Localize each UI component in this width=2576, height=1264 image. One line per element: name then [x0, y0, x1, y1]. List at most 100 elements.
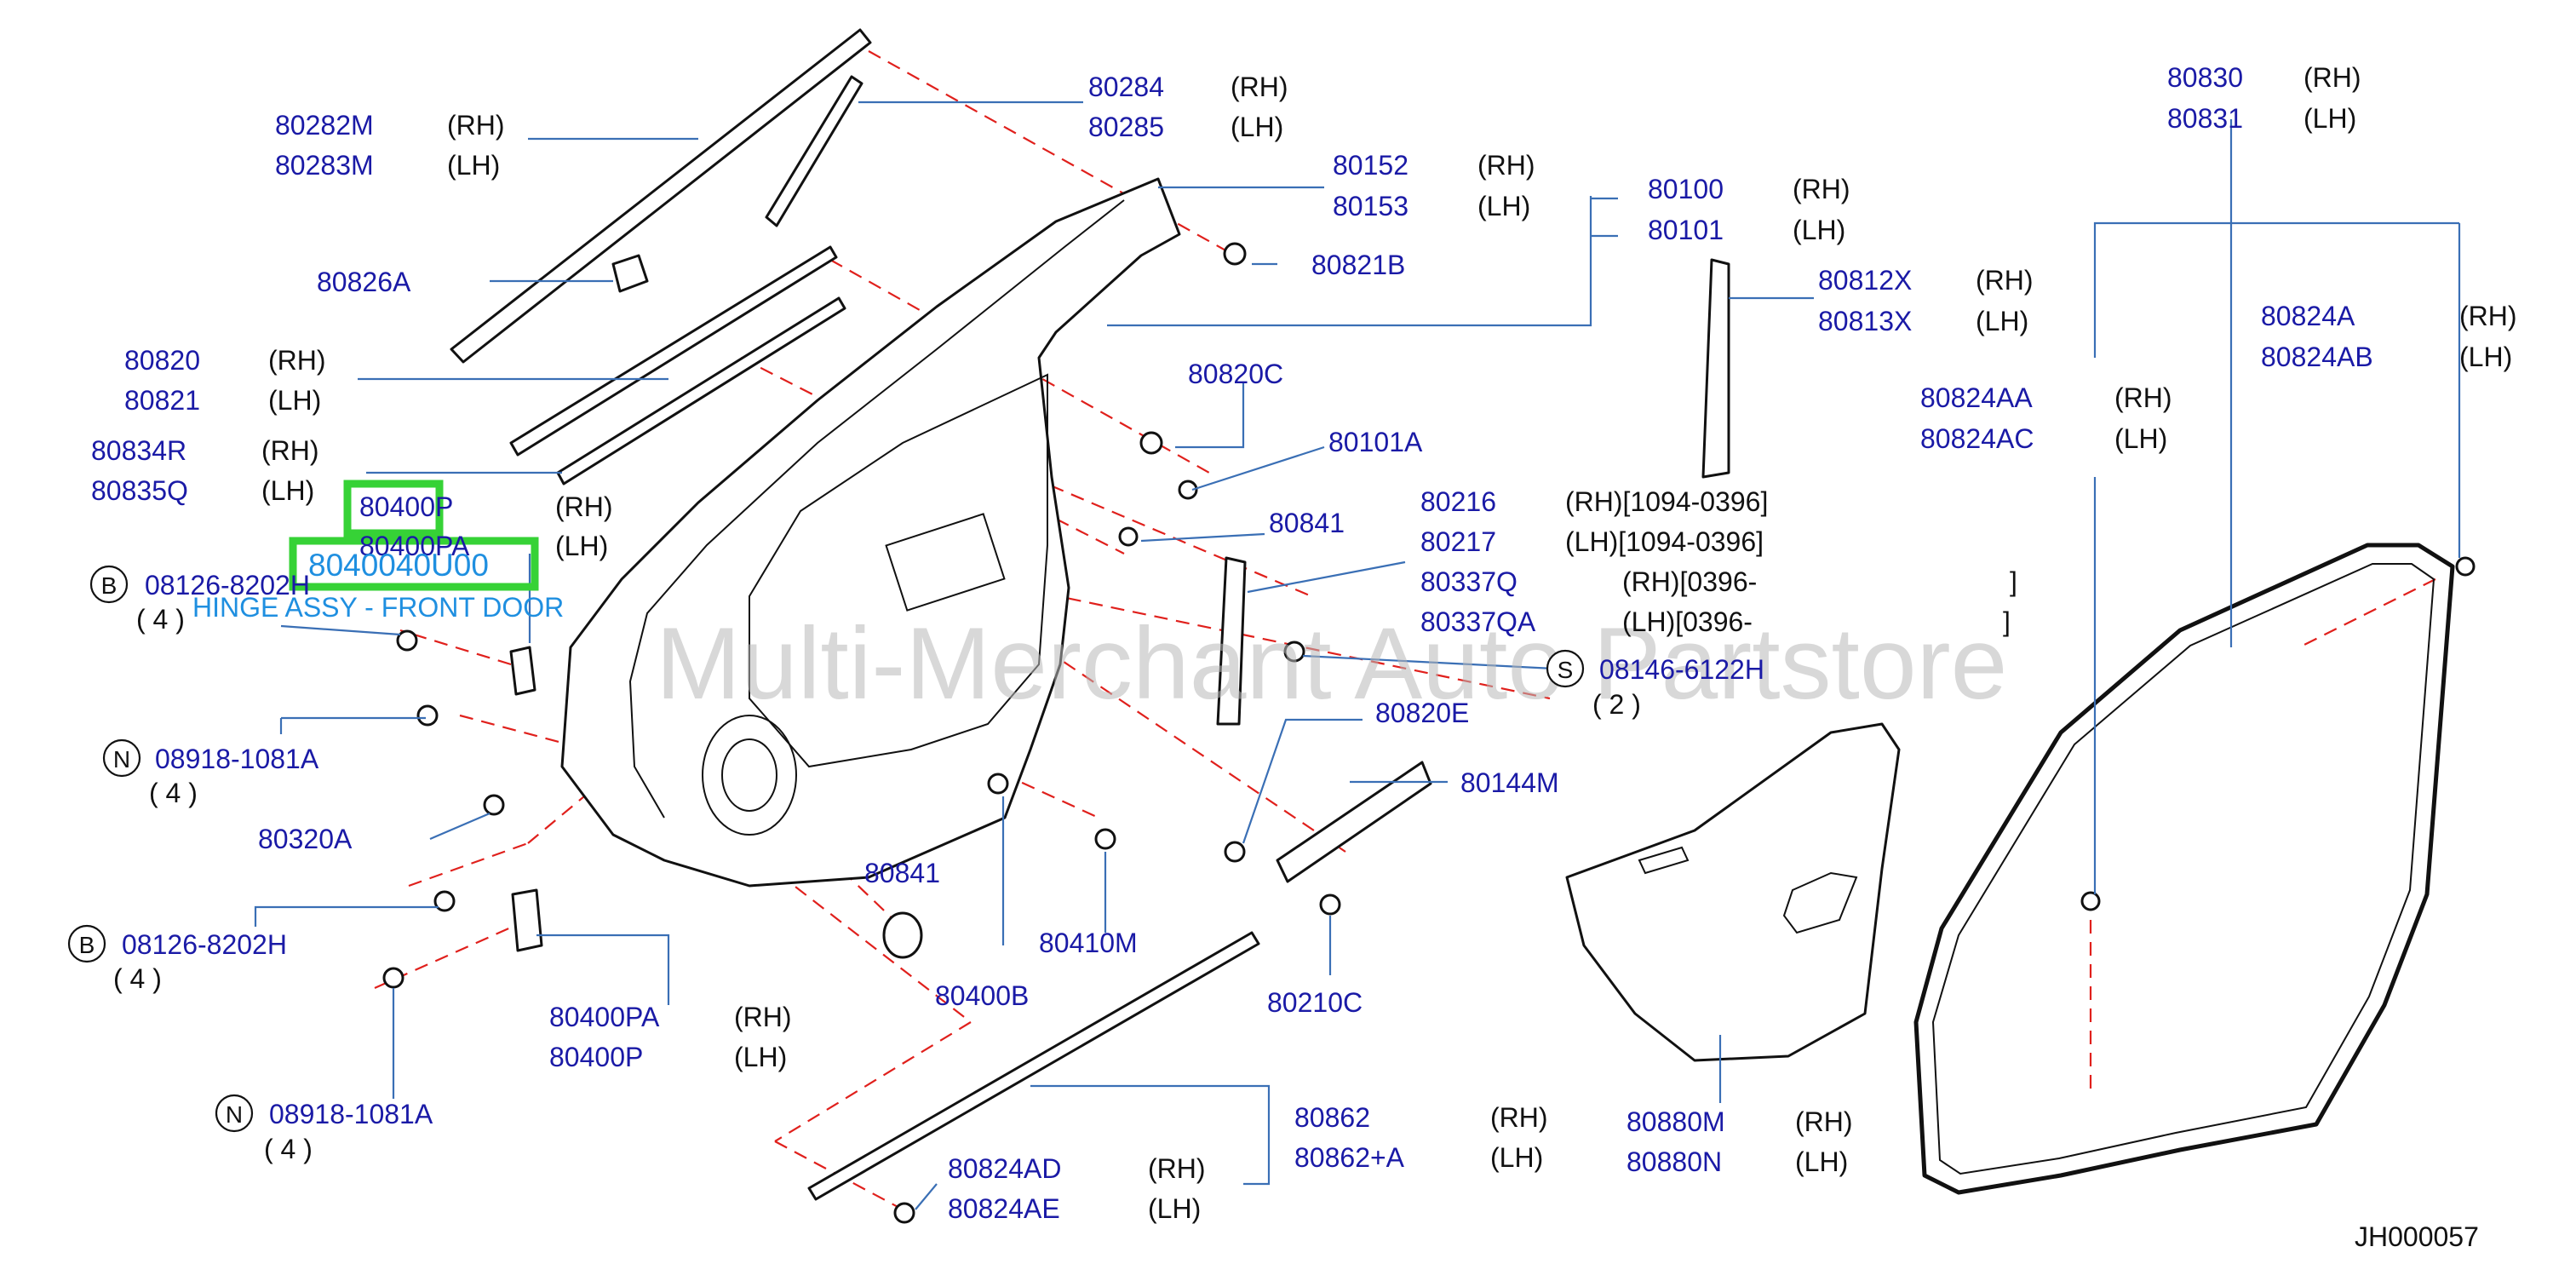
part-number-80841-bottom[interactable]: 80841 — [864, 858, 940, 888]
bolt-type-b-icon-top — [89, 565, 129, 604]
side-80824ab: (LH) — [2459, 342, 2512, 372]
side-80862-a: (LH) — [1490, 1142, 1543, 1173]
part-number-80283m[interactable]: 80283M — [275, 150, 374, 181]
part-number-80400b[interactable]: 80400B — [935, 980, 1029, 1011]
highlight-caption-code[interactable]: 8040040U00 — [308, 548, 489, 583]
side-80834r: (RH) — [261, 435, 319, 466]
part-number-80826a[interactable]: 80826A — [317, 267, 411, 297]
side-80337qa: (LH)[0396- — [1622, 606, 1753, 637]
side-80824aa: (RH) — [2114, 382, 2172, 413]
screw-type-s-icon — [1546, 649, 1585, 688]
part-number-80820c[interactable]: 80820C — [1188, 359, 1283, 389]
side-80862: (RH) — [1490, 1102, 1548, 1133]
side-80880n: (LH) — [1795, 1146, 1848, 1177]
side-80824ac: (LH) — [2114, 423, 2167, 454]
part-number-08146-6122h[interactable]: 08146-6122H — [1599, 654, 1764, 685]
hinge-lower — [511, 888, 543, 952]
part-number-80830[interactable]: 80830 — [2167, 62, 2243, 93]
part-number-80337q[interactable]: 80337Q — [1420, 566, 1517, 597]
bolt-type-b-icon-bottom — [67, 924, 106, 963]
nut-type-n-letter-top: N — [113, 746, 130, 773]
side-80285: (LH) — [1231, 112, 1283, 142]
part-number-80835q[interactable]: 80835Q — [91, 475, 188, 506]
inner-sash-80144m — [1276, 761, 1432, 883]
part-number-08126-8202h-top[interactable]: 08126-8202H — [145, 570, 310, 600]
side-80283m: (LH) — [447, 150, 500, 181]
part-number-80841-top[interactable]: 80841 — [1269, 508, 1345, 538]
part-number-80320a[interactable]: 80320A — [258, 824, 353, 854]
nut-type-n-icon-top — [102, 738, 141, 778]
side-80820: (RH) — [268, 345, 326, 376]
part-number-80152[interactable]: 80152 — [1333, 150, 1408, 181]
part-number-80820[interactable]: 80820 — [124, 345, 200, 376]
part-number-80216[interactable]: 80216 — [1420, 486, 1496, 517]
part-number-80824ae[interactable]: 80824AE — [948, 1193, 1060, 1224]
part-number-80812x[interactable]: 80812X — [1818, 265, 1912, 296]
bracket-close-80337q: ] — [2010, 566, 2017, 597]
part-number-80813x[interactable]: 80813X — [1818, 306, 1912, 336]
part-number-80824aa[interactable]: 80824AA — [1920, 382, 2033, 413]
nut-type-n-letter-bottom: N — [226, 1101, 243, 1128]
part-number-80862-a[interactable]: 80862+A — [1294, 1142, 1405, 1173]
door-weatherstrip-80830 — [1913, 543, 2455, 1195]
part-number-08918-1081a-top[interactable]: 08918-1081A — [155, 744, 319, 774]
part-number-80410m[interactable]: 80410M — [1039, 928, 1138, 958]
part-number-80400pa-bottom[interactable]: 80400PA — [549, 1002, 660, 1032]
part-number-80282m[interactable]: 80282M — [275, 110, 374, 141]
part-number-80400p-top[interactable]: 80400P — [359, 491, 453, 522]
side-80812x: (RH) — [1976, 265, 2034, 296]
part-number-80824ad[interactable]: 80824AD — [948, 1153, 1061, 1184]
part-number-80210c[interactable]: 80210C — [1267, 987, 1363, 1018]
fasteners — [382, 242, 2476, 1224]
screw-type-s-letter: S — [1558, 657, 1574, 683]
part-number-80824ac[interactable]: 80824AC — [1920, 423, 2034, 454]
side-80880m: (RH) — [1795, 1106, 1853, 1137]
part-number-80285[interactable]: 80285 — [1088, 112, 1164, 142]
lower-molding-80862 — [807, 931, 1260, 1201]
side-80100: (RH) — [1793, 174, 1850, 204]
part-number-80834r[interactable]: 80834R — [91, 435, 186, 466]
part-number-80101[interactable]: 80101 — [1648, 215, 1724, 245]
part-number-80831[interactable]: 80831 — [2167, 103, 2243, 134]
side-80282m: (RH) — [447, 110, 505, 141]
side-80813x: (LH) — [1976, 306, 2028, 336]
part-number-80337qa[interactable]: 80337QA — [1420, 606, 1536, 637]
bracket-close-80337qa: ] — [2003, 606, 2011, 637]
diagram-id: JH000057 — [2355, 1221, 2479, 1252]
part-number-08918-1081a-bottom[interactable]: 08918-1081A — [269, 1099, 433, 1129]
part-number-80824ab[interactable]: 80824AB — [2261, 342, 2373, 372]
side-80400pa-top: (LH) — [555, 531, 608, 561]
highlight-box-hinge-caption — [289, 537, 539, 591]
part-number-80144m[interactable]: 80144M — [1460, 767, 1559, 798]
part-number-08126-8202h-bottom[interactable]: 08126-8202H — [122, 929, 287, 960]
part-number-80217[interactable]: 80217 — [1420, 526, 1496, 557]
quantity-08918-top: ( 4 ) — [149, 778, 198, 808]
belt-molding-strips — [509, 245, 846, 485]
part-number-80880n[interactable]: 80880N — [1626, 1146, 1722, 1177]
part-number-80284[interactable]: 80284 — [1088, 72, 1164, 102]
quantity-08126-top: ( 4 ) — [136, 604, 185, 635]
side-80831: (LH) — [2303, 103, 2356, 134]
part-number-80820e[interactable]: 80820E — [1375, 698, 1469, 728]
part-number-80880m[interactable]: 80880M — [1626, 1106, 1725, 1137]
part-number-80862[interactable]: 80862 — [1294, 1102, 1370, 1133]
part-number-80821b[interactable]: 80821B — [1311, 250, 1405, 280]
part-number-80400p-bottom[interactable]: 80400P — [549, 1042, 643, 1072]
bolt-type-b-letter-bottom: B — [79, 932, 95, 958]
part-number-80153[interactable]: 80153 — [1333, 191, 1408, 221]
part-number-80824a[interactable]: 80824A — [2261, 301, 2355, 331]
side-80101: (LH) — [1793, 215, 1845, 245]
side-80400p-bottom: (LH) — [734, 1042, 787, 1072]
part-number-80821[interactable]: 80821 — [124, 385, 200, 416]
part-labels: 80284 (RH) 80285 (LH) 80282M (RH) 80283M… — [67, 62, 2517, 1252]
side-80821: (LH) — [268, 385, 321, 416]
quantity-08146: ( 2 ) — [1592, 689, 1641, 720]
part-number-80101a[interactable]: 80101A — [1328, 427, 1423, 457]
side-80824a: (RH) — [2459, 301, 2517, 331]
quantity-08918-bottom: ( 4 ) — [264, 1134, 313, 1164]
front-door-panel — [560, 177, 1181, 888]
side-80400p-top: (RH) — [555, 491, 613, 522]
part-number-80100[interactable]: 80100 — [1648, 174, 1724, 204]
part-number-80400pa-top[interactable]: 80400PA — [359, 531, 470, 561]
